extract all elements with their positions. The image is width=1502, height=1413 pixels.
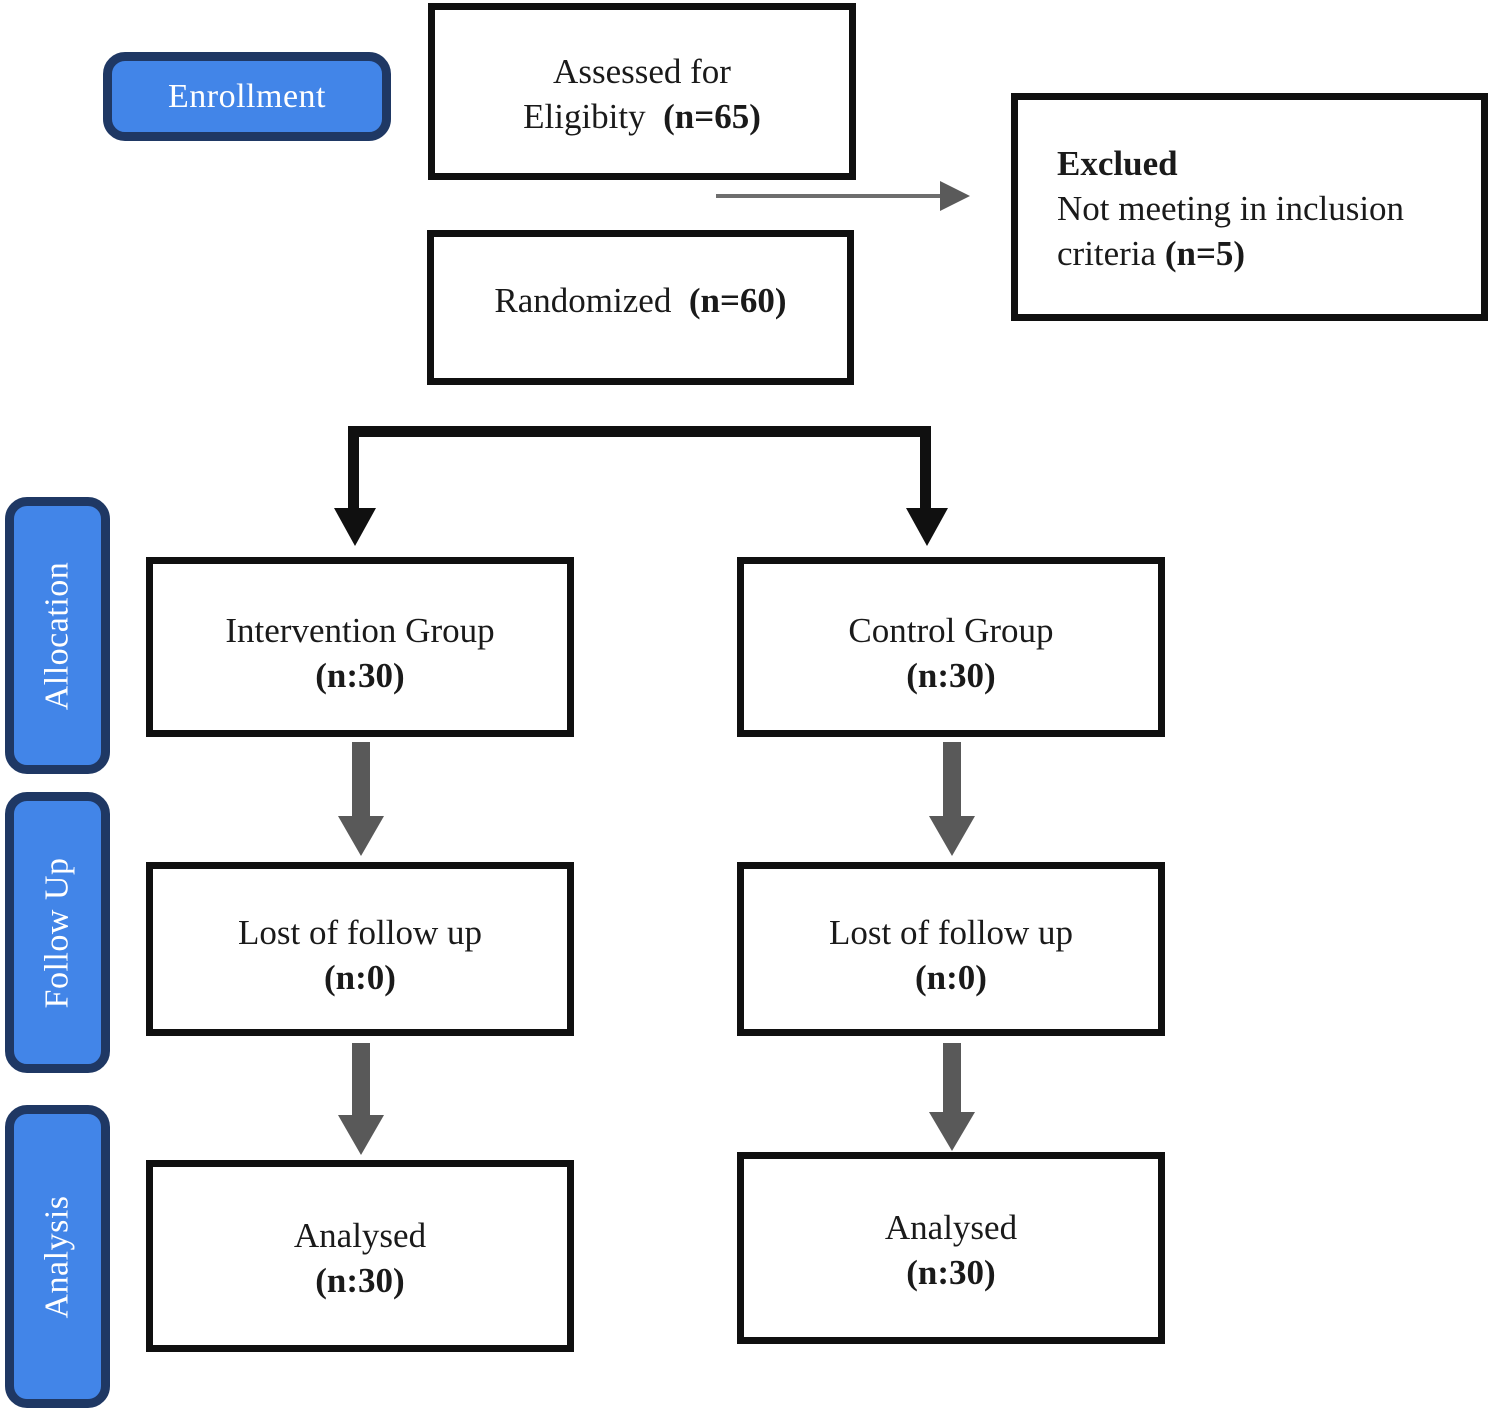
box-randomized: Randomized (n=60) [427,230,854,385]
control-group-line-1: Control Group [848,611,1054,650]
box-intervention-lost-follow-up: Lost of follow up (n:0) [146,862,574,1036]
stage-badge-allocation: Allocation [5,497,110,774]
arrow-randomized-split [334,420,956,560]
box-control-group: Control Group (n:30) [737,557,1165,737]
stage-badge-follow-up: Follow Up [5,792,110,1073]
intervention-lost-count: (n:0) [324,957,396,997]
excluded-heading: Exclued [1057,144,1178,183]
control-lost-count: (n:0) [915,957,987,997]
box-excluded: Exclued Not meeting in inclusion criteri… [1011,93,1488,321]
randomized-line-1: Randomized (n=60) [494,281,787,320]
arrow-intervention-group-to-lost [330,742,392,860]
intervention-group-count: (n:30) [315,655,405,695]
control-lost-line-1: Lost of follow up [828,913,1073,952]
box-intervention-analysed: Analysed (n:30) [146,1160,574,1352]
box-control-lost-follow-up: Lost of follow up (n:0) [737,862,1165,1036]
excluded-line-1: Not meeting in inclusion [1057,188,1405,228]
control-analysed-line-1: Analysed [884,1208,1018,1247]
intervention-analysed-line-1: Analysed [293,1216,427,1255]
intervention-lost-line-1: Lost of follow up [237,913,482,952]
control-analysed-count: (n:30) [906,1252,996,1292]
arrow-intervention-lost-to-analysed [330,1043,392,1158]
assessed-line-2: Eligibity (n=65) [523,96,761,136]
stage-label-enrollment: Enrollment [168,77,326,115]
arrow-control-lost-to-analysed [921,1043,983,1155]
stage-badge-analysis: Analysis [5,1105,110,1408]
arrow-control-group-to-lost [921,742,983,860]
assessed-count: (n=65) [663,96,761,136]
excluded-line-2: criteria (n=5) [1057,233,1246,273]
control-group-count: (n:30) [906,655,996,695]
stage-label-follow-up: Follow Up [38,857,76,1008]
assessed-line-1: Assessed for [553,52,731,91]
excluded-count: (n=5) [1164,233,1246,273]
box-intervention-group: Intervention Group (n:30) [146,557,574,737]
intervention-analysed-count: (n:30) [315,1260,405,1300]
stage-label-allocation: Allocation [38,561,76,710]
intervention-group-line-1: Intervention Group [225,611,495,650]
stage-label-analysis: Analysis [38,1195,76,1318]
stage-badge-enrollment: Enrollment [103,52,391,141]
randomized-count: (n=60) [688,281,787,320]
box-control-analysed: Analysed (n:30) [737,1152,1165,1344]
arrow-assessed-to-excluded [714,176,974,216]
box-assessed-for-eligibility: Assessed for Eligibity (n=65) [428,3,856,180]
